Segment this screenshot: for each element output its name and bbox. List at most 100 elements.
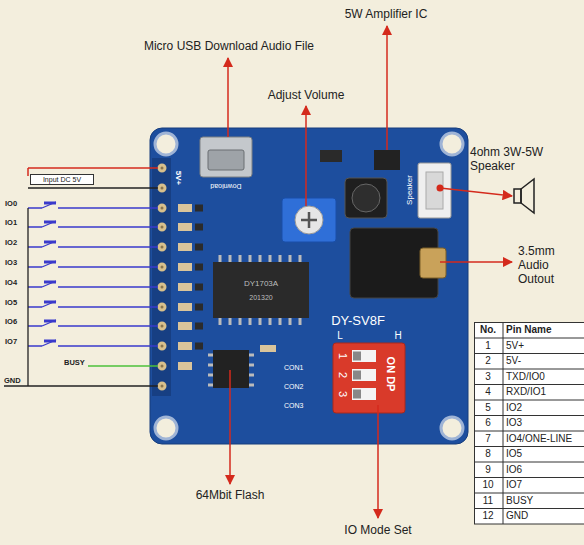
smd-part: [260, 345, 276, 352]
signal-label: BUSY: [64, 359, 85, 368]
dip-switch: [333, 343, 405, 413]
switch-number: 2: [337, 372, 350, 378]
smd-part: [320, 150, 342, 162]
table-cell: 8: [485, 449, 491, 461]
table-cell: 5: [485, 402, 491, 414]
speaker-cone: [521, 179, 534, 213]
callout-arrow: [229, 370, 231, 484]
amplifier-chip: [374, 150, 400, 170]
resistor-array: [178, 208, 192, 366]
mount-hole: [441, 133, 463, 155]
table-cell: 9: [485, 464, 491, 476]
mount-hole: [155, 417, 177, 439]
ground-wire: [4, 385, 158, 387]
callout-arrow: [440, 188, 512, 196]
table-cell: 4: [485, 387, 491, 399]
switch-text: ON DP: [385, 357, 398, 392]
busy-wire: [88, 365, 158, 367]
mount-hole: [155, 133, 177, 155]
silkscreen-text: DY-SV8F: [331, 314, 385, 329]
power-wire: [28, 167, 158, 169]
pin-label: IO6: [5, 318, 17, 327]
box-text: Input DC 5V: [43, 176, 81, 183]
pin-label: IO2: [5, 239, 17, 248]
table-cell: GND: [506, 511, 528, 523]
jack-socket: [420, 248, 446, 278]
smd-parts: [195, 208, 203, 346]
pin-label: IO3: [5, 259, 17, 268]
potentiometer: [282, 198, 336, 242]
micro-usb: [200, 137, 252, 177]
table-cell: 10: [482, 480, 493, 492]
pcb-board: [150, 128, 468, 444]
chip-marking: DY1703A: [244, 279, 278, 288]
main-chip: [213, 262, 309, 318]
table-header: Pin Name: [506, 324, 552, 336]
speaker-connector: [418, 163, 451, 218]
signal-label: GND: [4, 377, 21, 386]
pot-knob: [295, 206, 323, 234]
table-cell: 12: [482, 511, 493, 523]
pin-label: IO1: [5, 219, 17, 228]
silkscreen-text: H: [394, 330, 401, 342]
table-cell: 3: [485, 371, 491, 383]
table-cell: 5V+: [506, 340, 524, 352]
ground-wire: [28, 187, 158, 189]
table-cell: IO3: [506, 418, 522, 430]
table-cell: TXD/IO0: [506, 371, 545, 383]
silkscreen-text: Download: [210, 182, 241, 190]
callout-label: Adjust Volume: [268, 89, 345, 103]
callout-arrow: [386, 26, 388, 150]
callout-arrow: [305, 106, 307, 206]
table-cell: IO5: [506, 449, 522, 461]
table-cell: 2: [485, 356, 491, 368]
connector-socket: [426, 172, 443, 209]
pin-label: IO5: [5, 299, 17, 308]
table-cell: IO4/ONE-LINE: [506, 433, 572, 445]
silkscreen-text: CON3: [284, 402, 303, 410]
button-wires: [28, 208, 158, 346]
pin-label: IO0: [5, 200, 17, 209]
capacitor: [345, 178, 387, 218]
table-cell: 5V-: [506, 356, 521, 368]
table-cell: 6: [485, 418, 491, 430]
table-cell: BUSY: [506, 495, 533, 507]
table-cell: 7: [485, 433, 491, 445]
common-wire: [27, 208, 28, 386]
callout-arrow: [227, 58, 229, 137]
header-pins: [158, 168, 167, 386]
pin-label: IO7: [5, 338, 17, 347]
pot-slot: [301, 212, 317, 228]
pin-table: [475, 323, 584, 525]
button-cap: [44, 203, 56, 341]
callout-label: 64Mbit Flash: [196, 489, 265, 503]
switch-number: 3: [337, 391, 350, 397]
callout-arrow: [377, 405, 379, 518]
silkscreen-text: 5V+: [173, 171, 182, 185]
silkscreen-text: CON1: [284, 364, 303, 372]
table-cell: RXD/IO1: [506, 387, 546, 399]
pin-label: IO4: [5, 279, 17, 288]
callout-arrow: [440, 261, 512, 263]
callout-label: IO Mode Set: [344, 524, 411, 538]
table-cell: IO6: [506, 464, 522, 476]
pin-header: [152, 158, 171, 396]
flash-chip: [213, 350, 249, 388]
pin-holes: [161, 168, 164, 386]
speaker-symbol: [514, 189, 521, 203]
button-switch: [42, 202, 56, 346]
silkscreen-text: L: [337, 330, 343, 342]
table-grid: [474, 322, 584, 524]
power-wire: [27, 168, 29, 176]
table-header: No.: [480, 324, 496, 336]
switch-levers: [353, 356, 361, 394]
table-cell: IO7: [506, 480, 522, 492]
label-box: Input DC 5V: [30, 174, 94, 185]
silkscreen-text: CON2: [284, 383, 303, 391]
silkscreen-text: Speaker: [405, 175, 414, 205]
table-cell: IO2: [506, 402, 522, 414]
mount-hole: [441, 417, 463, 439]
callout-label: 3.5mm Audio Outout: [518, 245, 572, 286]
chip-marking: 201320: [249, 294, 272, 302]
